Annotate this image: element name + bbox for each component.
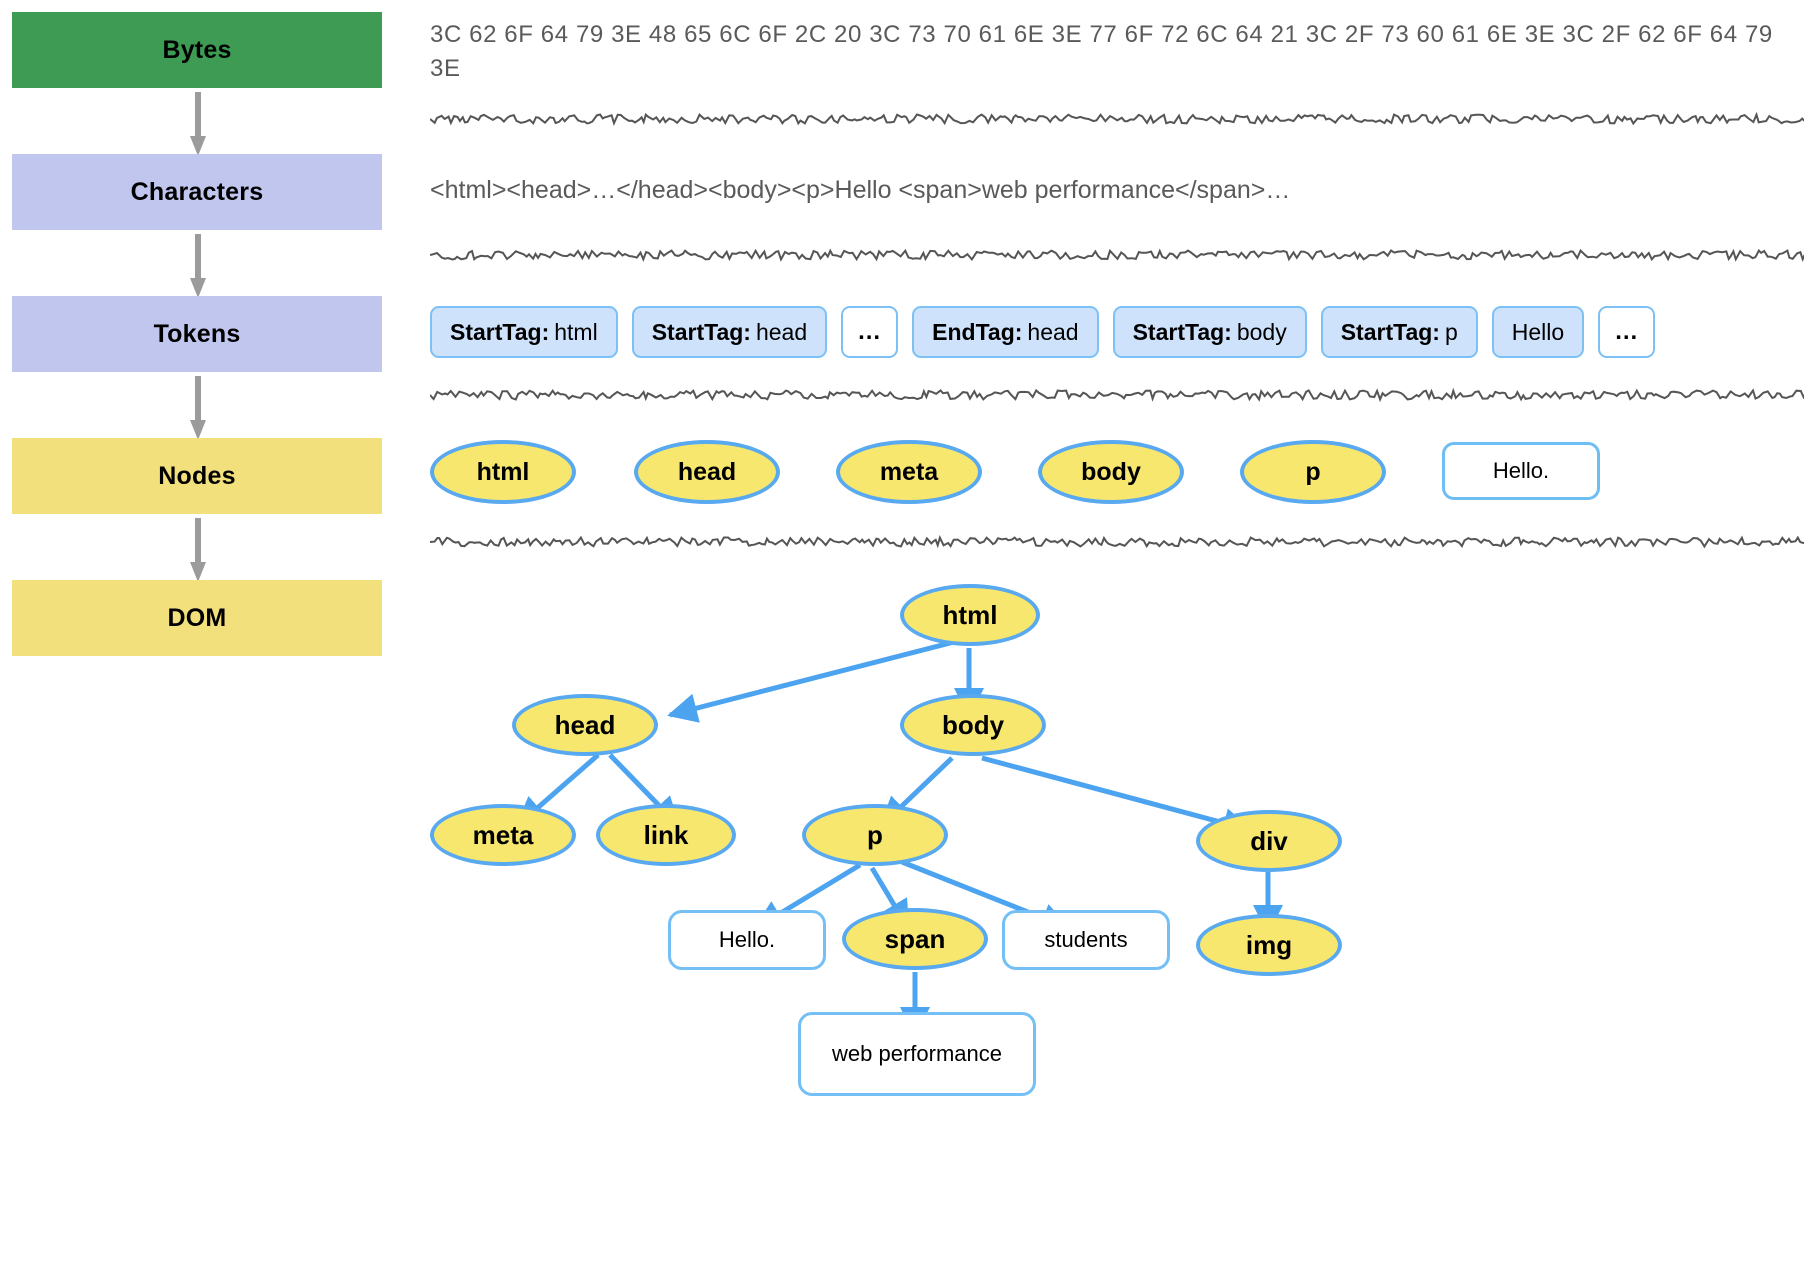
pipeline-stage-label: DOM xyxy=(167,603,227,632)
tree-node-body[interactable]: body xyxy=(900,694,1046,756)
tree-text-node-hello[interactable]: Hello. xyxy=(668,910,826,970)
token-chip[interactable]: EndTag: head xyxy=(912,306,1099,358)
pipeline-arrow-3 xyxy=(190,376,206,440)
pipeline-stage-label: Tokens xyxy=(153,319,241,348)
token-chip-ellipsis[interactable]: … xyxy=(1598,306,1656,358)
token-chip-ellipsis[interactable]: … xyxy=(841,306,899,358)
token-chip[interactable]: StartTag: p xyxy=(1320,306,1478,358)
token-kind: StartTag: xyxy=(450,318,550,345)
token-value: body xyxy=(1236,318,1287,345)
bytes-hex-text: 3C 62 6F 64 79 3E 48 65 6C 6F 2C 20 3C 7… xyxy=(430,21,1773,82)
tree-node-label: web performance xyxy=(832,1041,1002,1066)
tree-node-link[interactable]: link xyxy=(596,804,736,866)
pipeline-stage-label: Bytes xyxy=(162,35,232,64)
token-chip[interactable]: Hello xyxy=(1491,306,1585,358)
token-chip[interactable]: StartTag: html xyxy=(430,306,618,358)
token-value: p xyxy=(1444,318,1458,345)
token-value: … xyxy=(857,318,883,345)
tree-node-label: meta xyxy=(472,819,534,850)
arrow-shaft xyxy=(195,376,201,424)
node-chip[interactable]: body xyxy=(1038,440,1184,504)
pipeline-column: Bytes Characters Tokens Nodes DOM xyxy=(12,0,382,780)
jagged-separator-icon xyxy=(430,388,1804,402)
nodes-row: html head meta body p Hello. xyxy=(430,440,1804,506)
arrow-shaft xyxy=(195,92,201,140)
tree-node-label: html xyxy=(942,599,998,630)
token-kind: StartTag: xyxy=(1132,318,1232,345)
token-value: head xyxy=(1027,318,1079,345)
arrow-shaft xyxy=(195,234,201,282)
tree-node-label: link xyxy=(643,819,689,850)
tree-node-label: head xyxy=(554,709,616,740)
tree-node-label: students xyxy=(1044,927,1128,952)
node-label: html xyxy=(476,457,530,486)
tree-node-html[interactable]: html xyxy=(900,584,1040,646)
node-chip[interactable]: html xyxy=(430,440,576,504)
token-value: Hello xyxy=(1511,318,1565,345)
node-chip[interactable]: head xyxy=(634,440,780,504)
node-label: p xyxy=(1305,457,1321,486)
token-value: head xyxy=(755,318,808,345)
tree-node-label: Hello. xyxy=(718,927,776,952)
arrow-head xyxy=(190,136,206,156)
jagged-separator-icon xyxy=(430,248,1804,262)
tree-node-label: p xyxy=(867,819,883,850)
tree-node-head[interactable]: head xyxy=(512,694,658,756)
token-chip[interactable]: StartTag: head xyxy=(631,306,828,358)
tree-node-img[interactable]: img xyxy=(1196,914,1342,976)
edge-html-head xyxy=(667,639,955,723)
node-label: Hello. xyxy=(1492,458,1550,483)
node-chip[interactable]: meta xyxy=(836,440,982,504)
dom-tree: html head body meta link p div Hello. sp… xyxy=(430,560,1804,1270)
node-label: head xyxy=(677,457,737,486)
tree-text-node-students[interactable]: students xyxy=(1002,910,1170,970)
tree-text-node-web-performance[interactable]: web performance xyxy=(798,1012,1036,1096)
tree-node-label: div xyxy=(1250,825,1288,856)
tree-node-label: img xyxy=(1245,929,1293,960)
node-chip[interactable]: p xyxy=(1240,440,1386,504)
arrow-head xyxy=(190,562,206,582)
tree-node-meta[interactable]: meta xyxy=(430,804,576,866)
tree-node-span[interactable]: span xyxy=(842,908,988,970)
arrow-shaft xyxy=(195,518,201,566)
pipeline-stage-dom: DOM xyxy=(12,580,382,656)
pipeline-arrow-1 xyxy=(190,92,206,156)
tree-node-label: body xyxy=(941,709,1005,740)
token-kind: StartTag: xyxy=(1340,318,1440,345)
content-column: 3C 62 6F 64 79 3E 48 65 6C 6F 2C 20 3C 7… xyxy=(430,0,1804,1270)
token-kind: EndTag: xyxy=(932,318,1023,345)
characters-markup-text: <html><head>…</head><body><p>Hello <span… xyxy=(430,176,1291,204)
pipeline-arrow-4 xyxy=(190,518,206,582)
token-kind: StartTag: xyxy=(651,318,751,345)
node-label: body xyxy=(1081,457,1141,486)
pipeline-stage-bytes: Bytes xyxy=(12,12,382,88)
edge-body-div xyxy=(981,755,1253,838)
arrow-head xyxy=(190,420,206,440)
pipeline-stage-nodes: Nodes xyxy=(12,438,382,514)
pipeline-arrow-2 xyxy=(190,234,206,298)
tree-node-p[interactable]: p xyxy=(802,804,948,866)
token-chip[interactable]: StartTag: body xyxy=(1112,306,1307,358)
tree-node-label: span xyxy=(884,923,946,954)
tokens-row: StartTag: html StartTag: head … EndTag: … xyxy=(430,302,1804,362)
node-label: meta xyxy=(879,457,939,486)
tree-node-div[interactable]: div xyxy=(1196,810,1342,872)
pipeline-stage-characters: Characters xyxy=(12,154,382,230)
jagged-separator-icon xyxy=(430,535,1804,549)
pipeline-stage-tokens: Tokens xyxy=(12,296,382,372)
jagged-separator-icon xyxy=(430,112,1804,126)
node-text-chip[interactable]: Hello. xyxy=(1442,442,1600,500)
token-value: html xyxy=(554,318,598,345)
pipeline-stage-label: Characters xyxy=(130,177,264,206)
token-value: … xyxy=(1614,318,1640,345)
pipeline-stage-label: Nodes xyxy=(158,461,236,490)
arrow-head xyxy=(190,278,206,298)
